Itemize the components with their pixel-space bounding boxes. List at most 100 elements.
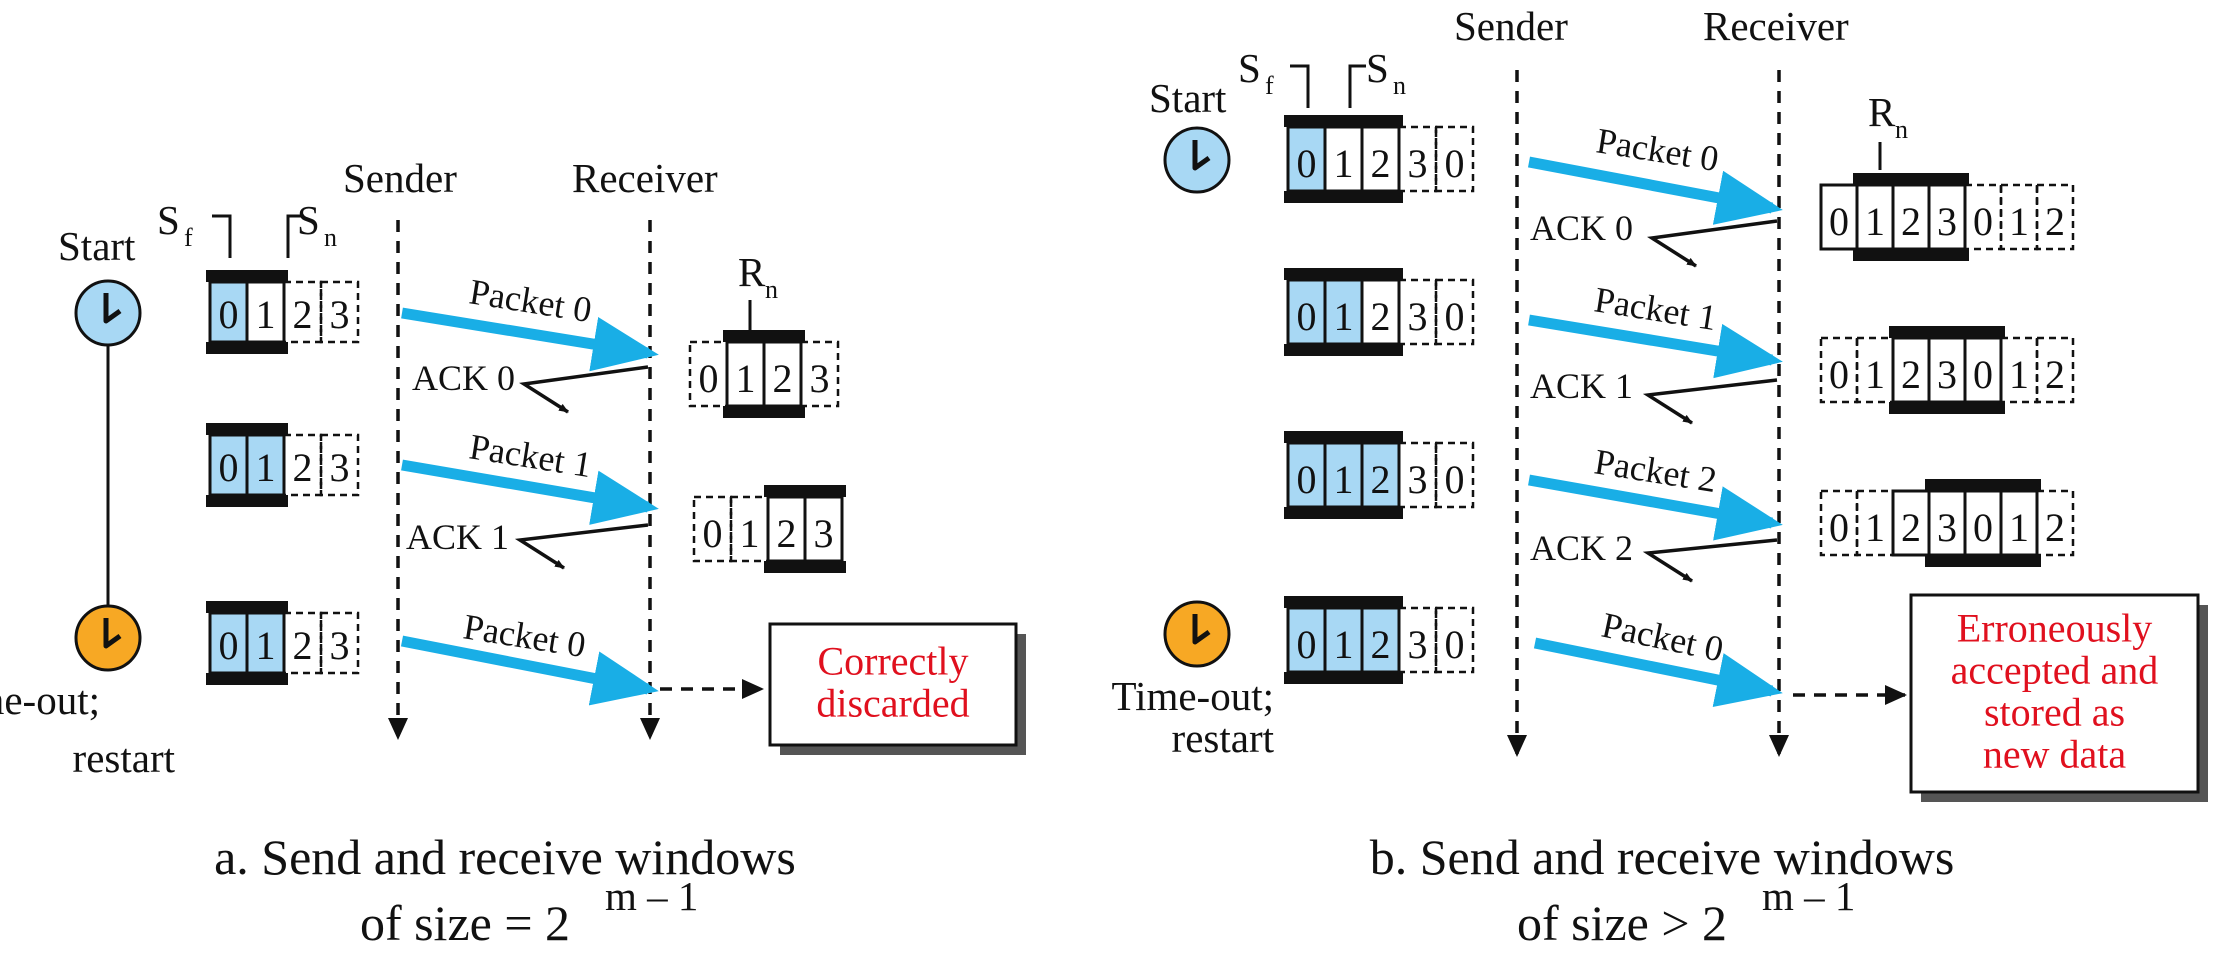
send-window-a-3-cell bbox=[319, 611, 360, 675]
caption-b-exponent: m – 1 bbox=[1762, 873, 1855, 919]
send-window-b-3-cell-label: 1 bbox=[1334, 457, 1354, 502]
recv-window-b-2-cell-label: 1 bbox=[1865, 352, 1885, 397]
send-window-b-4-cell-label: 0 bbox=[1297, 622, 1317, 667]
send-window-b-1-cell-label: 2 bbox=[1371, 141, 1391, 186]
send-window-b-4-cell bbox=[1397, 606, 1438, 674]
sn-label-b-sub: n bbox=[1393, 71, 1406, 100]
recv-window-b-2-cell-label: 1 bbox=[2009, 352, 2029, 397]
send-window-b-3-cell-fill bbox=[1288, 443, 1325, 507]
recv-window-b-1-window-bar-top bbox=[1853, 173, 1969, 185]
send-window-b-1-cell-label: 0 bbox=[1445, 141, 1465, 186]
timeout-clock-a bbox=[74, 604, 142, 672]
send-window-a-2-cell-label: 2 bbox=[293, 445, 313, 490]
packet-a-2-arrow bbox=[401, 459, 659, 525]
result-note-a-line: discarded bbox=[816, 681, 969, 726]
sn-pointer-a bbox=[286, 214, 304, 258]
sn-label-b-main: S bbox=[1366, 45, 1389, 91]
send-window-a-2-cell-fill bbox=[247, 435, 284, 495]
recv-window-a-2-cell-label: 2 bbox=[777, 511, 797, 556]
recv-window-b-3-cell-label: 3 bbox=[1937, 505, 1957, 550]
send-window-b-4-window-bar-top bbox=[1284, 596, 1403, 608]
send-window-b-2-cell bbox=[1397, 278, 1438, 346]
result-note-a-frame bbox=[768, 622, 1018, 747]
recv-window-b-1-window-bar-bottom bbox=[1853, 249, 1969, 261]
send-window-a-2-cell bbox=[282, 433, 323, 497]
send-window-b-3-cell bbox=[1434, 441, 1475, 509]
recv-window-a-1-window-bar-top bbox=[723, 330, 805, 342]
send-window-b-4-cell-fill bbox=[1325, 608, 1362, 672]
sender-label-a: Sender bbox=[343, 155, 457, 201]
recv-window-b-1-cell-label: 3 bbox=[1937, 199, 1957, 244]
timeout-clock-a-hands bbox=[103, 618, 122, 649]
recv-window-b-2-cell-label: 2 bbox=[1901, 352, 1921, 397]
start-label-b: Start bbox=[1149, 75, 1227, 121]
recv-window-b-1-cell-label: 0 bbox=[1829, 199, 1849, 244]
recv-window-a-1-cell-label: 1 bbox=[736, 356, 756, 401]
recv-window-b-3-cell bbox=[1855, 489, 1895, 557]
recv-window-a-1-cell bbox=[799, 340, 840, 408]
send-window-a-2-window-bar-top bbox=[206, 423, 288, 435]
send-window-b-2-cell-fill bbox=[1325, 280, 1362, 344]
timeout-label-b: Time-out; bbox=[1111, 673, 1274, 719]
sf-label-a-sub: f bbox=[184, 223, 193, 252]
send-window-b-2-cell-label: 0 bbox=[1445, 294, 1465, 339]
recv-window-b-3-cell-label: 0 bbox=[1973, 505, 1993, 550]
start-clock-a bbox=[74, 279, 142, 347]
send-window-b-3-cell-fill bbox=[1362, 443, 1399, 507]
recv-window-a-1-cell-label: 3 bbox=[810, 356, 830, 401]
rn-label-a-main: R bbox=[738, 249, 766, 295]
recv-window-b-3-cell bbox=[2035, 489, 2075, 557]
recv-window-a-1-window-bar-bottom bbox=[723, 406, 805, 418]
send-window-a-2-cell-label: 0 bbox=[219, 445, 239, 490]
send-window-a-3-cell-label: 1 bbox=[256, 623, 276, 668]
send-window-a-3-cell bbox=[282, 611, 323, 675]
packet-b-4-arrow bbox=[1533, 637, 1783, 708]
caption-a-line1: a. Send and receive windows bbox=[214, 829, 796, 885]
caption-a-exponent: m – 1 bbox=[605, 873, 698, 919]
send-window-a-1-cell-label: 0 bbox=[219, 292, 239, 337]
recv-window-b-3-cell-label: 1 bbox=[2009, 505, 2029, 550]
send-window-b-2-cell-label: 2 bbox=[1371, 294, 1391, 339]
rn-label-b-main: R bbox=[1868, 89, 1896, 135]
recv-window-a-1-cell-label: 0 bbox=[699, 356, 719, 401]
ack-b-2-arrow bbox=[1642, 378, 1778, 425]
recv-window-a-2-cell bbox=[692, 495, 733, 563]
recv-window-b-2-cell-label: 2 bbox=[2045, 352, 2065, 397]
recv-window-b-1-cell bbox=[1999, 183, 2039, 251]
send-window-b-3-cell-label: 0 bbox=[1297, 457, 1317, 502]
recv-window-b-3-cell-label: 1 bbox=[1865, 505, 1885, 550]
send-window-a-1-window-bar-bottom bbox=[206, 342, 288, 354]
send-window-a-2-cell bbox=[319, 433, 360, 497]
send-window-a-1-cell-fill bbox=[210, 282, 247, 342]
recv-window-b-3-window-bar-bottom bbox=[1925, 555, 2041, 567]
ack-b-3-label: ACK 2 bbox=[1530, 528, 1633, 568]
receiver-label-a: Receiver bbox=[572, 155, 718, 201]
send-window-a-1-cell-label: 1 bbox=[256, 292, 276, 337]
send-window-a-2-cell-fill bbox=[210, 435, 247, 495]
sf-label-a-main: S bbox=[157, 197, 180, 243]
send-window-b-3-cell bbox=[1397, 441, 1438, 509]
send-window-b-3-cell-fill bbox=[1325, 443, 1362, 507]
recv-window-b-2-cell bbox=[1819, 336, 1859, 404]
send-window-b-1-cell-fill bbox=[1288, 127, 1325, 191]
timeout-clock-b-hands bbox=[1192, 614, 1211, 645]
send-window-b-3-cell-label: 0 bbox=[1445, 457, 1465, 502]
ack-a-2-arrow bbox=[514, 523, 649, 570]
send-window-b-1-window-bar-bottom bbox=[1284, 191, 1403, 203]
send-window-b-3-cell-label: 3 bbox=[1408, 457, 1428, 502]
recv-window-b-1-cell-label: 2 bbox=[1901, 199, 1921, 244]
send-window-b-1-cell-label: 1 bbox=[1334, 141, 1354, 186]
recv-window-b-3-cell-label: 2 bbox=[1901, 505, 1921, 550]
ack-a-2-label: ACK 1 bbox=[406, 517, 509, 557]
send-window-a-3-cell-label: 3 bbox=[330, 623, 350, 668]
